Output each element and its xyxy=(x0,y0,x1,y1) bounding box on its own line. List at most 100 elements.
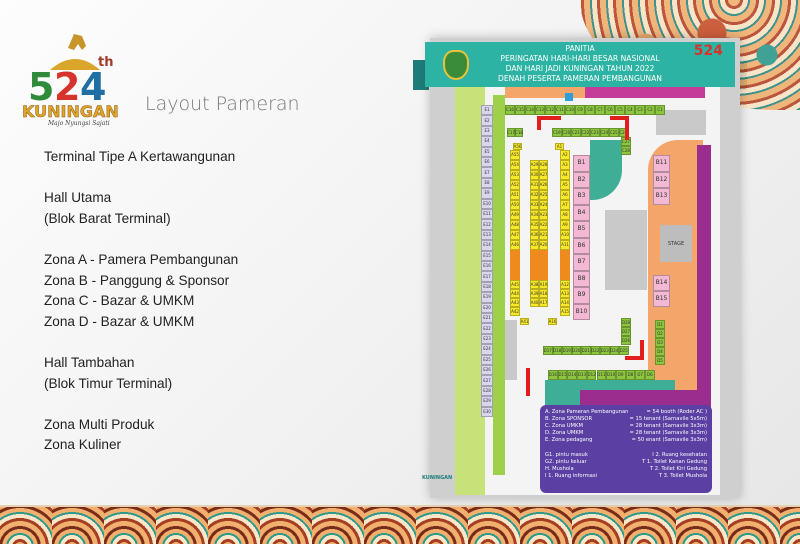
a-booth: A34 xyxy=(530,210,539,220)
b-booth: B8 xyxy=(573,270,590,287)
b-booth: B7 xyxy=(573,254,590,271)
a-booth: A12 xyxy=(560,280,570,289)
a-booth: A42 xyxy=(510,307,520,316)
d-booth: D16 xyxy=(548,370,558,380)
a-booth: A35 xyxy=(530,220,539,230)
legend-text: = 28 tenant (Sarnavile 3x3m) xyxy=(629,423,707,429)
spacer xyxy=(44,394,238,415)
a-booth: A24 xyxy=(539,200,548,210)
kabupaten-emblem-icon xyxy=(443,50,469,80)
b-booth: B11 xyxy=(653,155,670,172)
legend-text: D. Zona UMKM xyxy=(545,430,584,436)
e-booth: E12 xyxy=(481,219,493,230)
a-booth: A30 xyxy=(530,170,539,180)
e-booth: E7 xyxy=(481,167,493,178)
e-booth: E25 xyxy=(481,354,493,365)
zone-note: (Blok Timur Terminal) xyxy=(44,375,173,391)
map-header-banner: PANITIA PERINGATAN HARI-HARI BESAR NASIO… xyxy=(413,42,747,90)
zone-note: Zona Multi Produk xyxy=(44,416,155,432)
legend-text: = 50 enant (Sarnavile 3x3m) xyxy=(631,437,707,443)
d-booth: D13 xyxy=(577,370,587,380)
legend-text: A. Zona Pameran Pembangunan xyxy=(545,409,629,415)
a-booth: A44 xyxy=(510,289,520,298)
b-booth: B10 xyxy=(573,303,590,320)
b-booth: B4 xyxy=(573,204,590,221)
e-booth: E23 xyxy=(481,333,493,345)
c-booth: C15 xyxy=(515,105,525,115)
a-booth: A47 xyxy=(510,230,520,240)
e-booth: E26 xyxy=(481,365,493,376)
d-booth: D18 xyxy=(552,346,562,355)
a-booth: A22 xyxy=(539,220,548,230)
a-booth: A18 xyxy=(539,289,548,298)
b-booth: B1 xyxy=(573,155,590,172)
e-booth: E18 xyxy=(481,281,493,293)
c-booth: C14 xyxy=(525,105,535,115)
a-booth: A40 xyxy=(530,298,539,307)
c-booth: C8 xyxy=(585,105,595,115)
a-booth: A10 xyxy=(560,230,570,240)
a-booth: A17 xyxy=(539,298,548,307)
e-booth: E20 xyxy=(481,302,493,313)
d-booth: D26 xyxy=(621,336,631,345)
legend-text: = 28 tenant (Sarnavile 3x3m) xyxy=(629,430,707,436)
e-booth: E22 xyxy=(481,323,493,334)
c-booth: C11 xyxy=(555,105,565,115)
e-booth: E28 xyxy=(481,385,493,397)
a-booth: A32 xyxy=(530,190,539,200)
c-booth: C10 xyxy=(565,105,575,115)
a-booth: A14 xyxy=(560,298,570,307)
green-lawn xyxy=(455,80,485,495)
green-strip xyxy=(493,95,505,475)
b-booth: B13 xyxy=(653,188,670,205)
e-booth: E30 xyxy=(481,406,493,417)
d-booth: D20 xyxy=(571,346,581,355)
a-booth: A53 xyxy=(510,170,520,180)
d-booth: D23 xyxy=(600,346,610,355)
a-booth: A23 xyxy=(539,210,548,220)
c-booth: C2 xyxy=(645,105,655,115)
legend-text: = 15 tenant (Sarnavile 5x5m) xyxy=(629,416,707,422)
b-booth: B5 xyxy=(573,221,590,238)
a-booth: A37 xyxy=(530,240,539,250)
map-legend: A. Zona Pameran Pembangunan= 54 booth (R… xyxy=(540,405,712,493)
svg-text:Majo Nyungsi Sajati: Majo Nyungsi Sajati xyxy=(47,120,110,127)
header-line: DAN HARI JADI KUNINGAN TAHUN 2022 xyxy=(505,64,655,73)
a-booth: A28 xyxy=(539,160,548,170)
d-booth: D3 xyxy=(655,338,665,347)
b-booth: B3 xyxy=(573,188,590,205)
d-booth: D28 xyxy=(621,318,631,327)
a-booth: A11 xyxy=(560,240,570,250)
a-orange-block xyxy=(530,250,548,280)
zone-note: Zona A - Pamera Pembangunan xyxy=(44,251,239,267)
d-booth: D21 xyxy=(581,346,591,355)
a-booth: A33 xyxy=(530,200,539,210)
zone-note: Zona Kuliner xyxy=(44,437,122,453)
d-booth: D9 xyxy=(615,370,626,380)
a-booth: A27 xyxy=(539,170,548,180)
c-booth: C9 xyxy=(575,105,585,115)
header-line: PERINGATAN HARI-HARI BESAR NASIONAL xyxy=(500,54,660,63)
e-booth: E11 xyxy=(481,209,493,220)
a-booth: A3 xyxy=(560,160,570,170)
e-booth: E16 xyxy=(481,261,493,272)
slide-title: Layout Pameran xyxy=(145,93,300,115)
e-booth: E19 xyxy=(481,292,493,303)
e-booth: E10 xyxy=(481,198,493,209)
d-booth: D6 xyxy=(645,370,655,380)
a-booth: A9 xyxy=(560,220,570,230)
e-booth: E24 xyxy=(481,344,493,355)
c-booth: C18 xyxy=(515,128,523,137)
a-booth: A38 xyxy=(530,280,539,289)
d-booth: D27 xyxy=(621,327,631,336)
svg-text:KUNINGAN: KUNINGAN xyxy=(22,102,119,121)
direction-arrow xyxy=(526,368,530,396)
direction-arrow xyxy=(537,116,561,120)
c-booth: C24 xyxy=(599,128,609,137)
legend-text: H. Mushola xyxy=(545,466,574,472)
stage: STAGE xyxy=(660,225,692,262)
zone-note: Zona D - Bazar & UMKM xyxy=(44,313,195,329)
direction-arrow xyxy=(625,356,644,360)
